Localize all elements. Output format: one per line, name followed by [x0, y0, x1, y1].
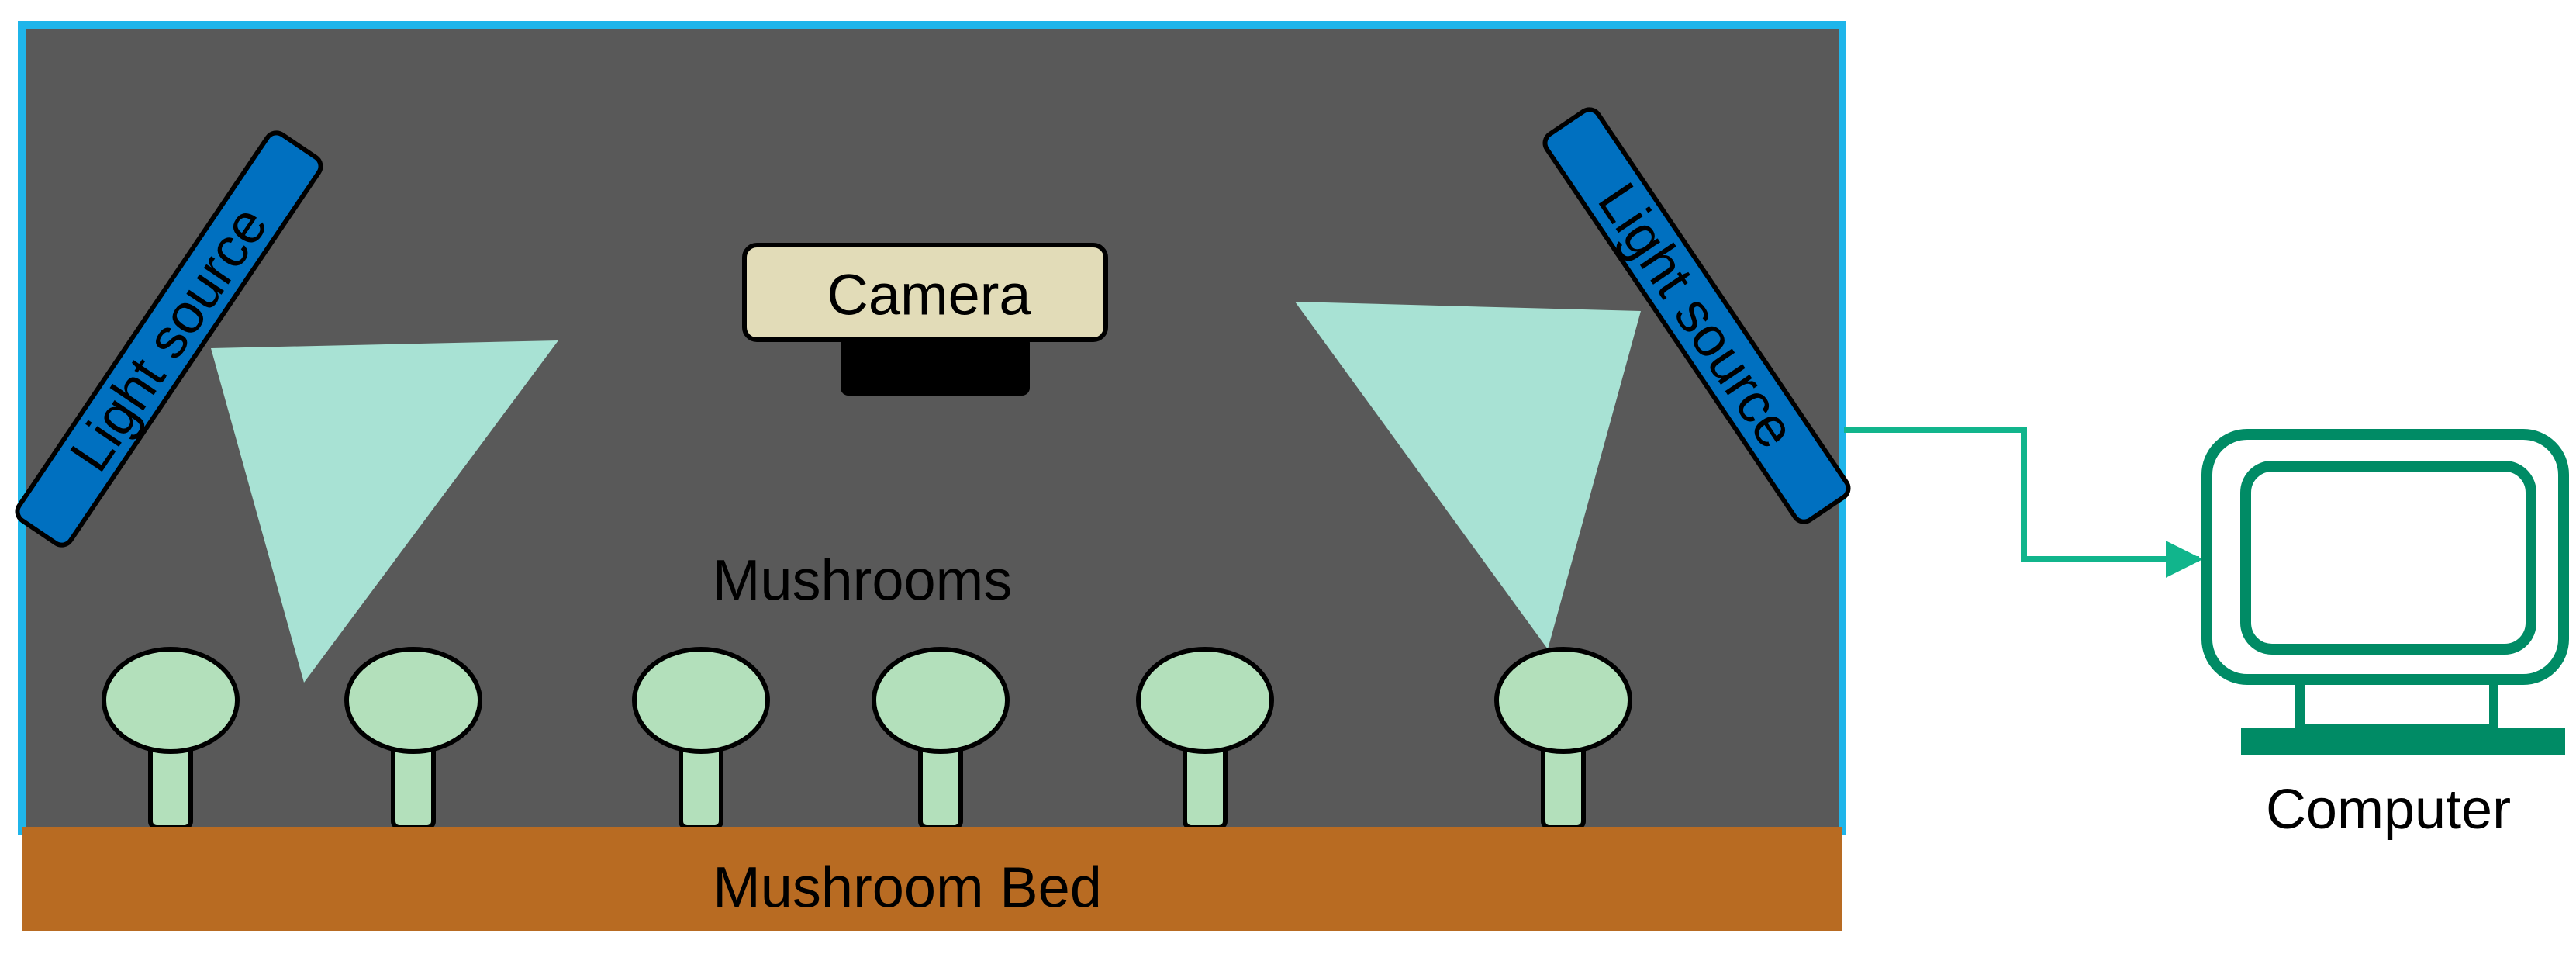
mushroom — [344, 647, 482, 830]
mushroom — [872, 647, 1010, 830]
camera-lens — [841, 335, 1030, 396]
mushroom — [102, 647, 240, 830]
mushrooms-label: Mushrooms — [713, 548, 1013, 613]
computer-label: Computer — [2266, 779, 2511, 841]
mushroom — [632, 647, 770, 830]
mushroom-bed-label: Mushroom Bed — [713, 855, 1102, 920]
light-beam-left — [211, 340, 558, 683]
camera-body — [742, 243, 1108, 342]
computer-icon — [2201, 429, 2569, 755]
connector-line — [1844, 427, 2203, 578]
camera-label: Camera — [827, 263, 1031, 327]
light-beam-right — [1295, 302, 1641, 649]
mushroom-bed — [22, 827, 1842, 931]
camera: Camera — [742, 243, 1108, 396]
mushroom — [1494, 647, 1632, 830]
